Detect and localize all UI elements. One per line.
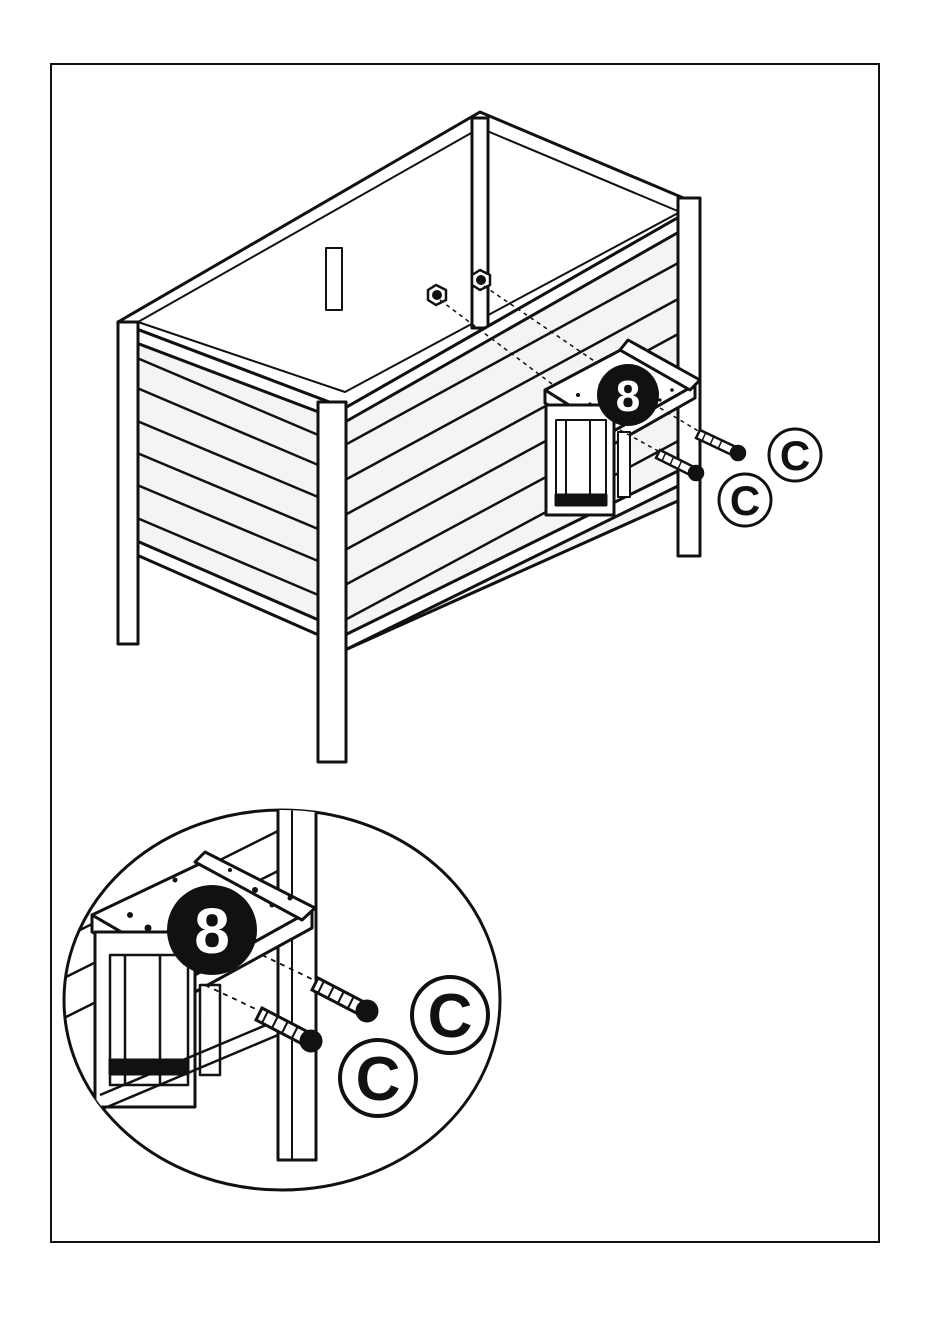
- inner-bracket: [326, 248, 342, 310]
- leg-front: [318, 402, 346, 762]
- part-number-detail: 8: [194, 895, 230, 967]
- nut-2: [472, 270, 490, 290]
- svg-text:C: C: [730, 477, 760, 524]
- part-number-main: 8: [616, 372, 640, 421]
- detail-leg: [278, 790, 316, 1160]
- leg-back-left: [118, 322, 138, 644]
- svg-text:C: C: [780, 432, 810, 479]
- svg-text:C: C: [428, 982, 473, 1051]
- fastener-badge-main-1: C: [769, 429, 821, 481]
- fastener-badge-detail-2: C: [340, 1040, 416, 1116]
- fastener-badge-main-2: C: [719, 474, 771, 526]
- fastener-badge-detail-1: C: [412, 977, 488, 1053]
- svg-text:C: C: [356, 1045, 401, 1114]
